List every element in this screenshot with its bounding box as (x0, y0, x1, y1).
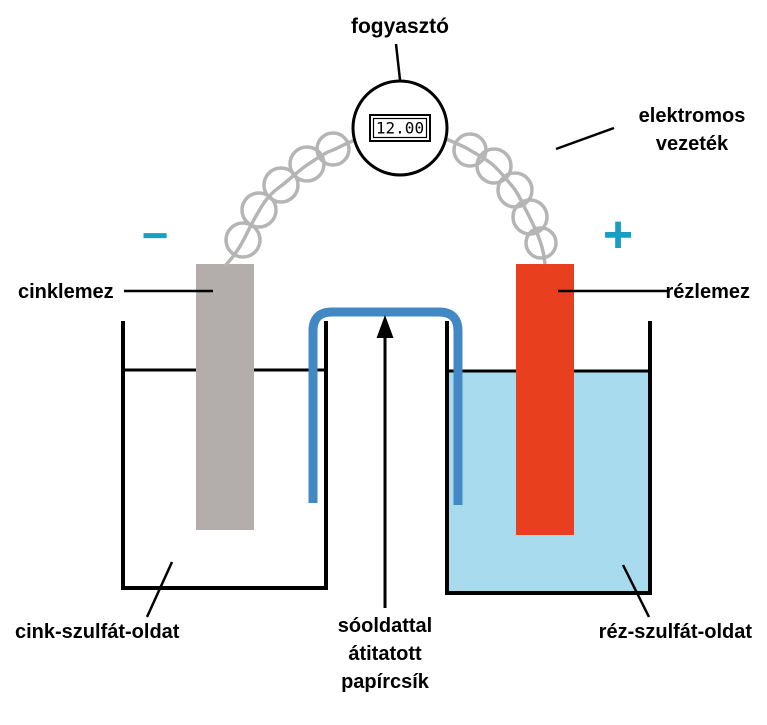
salt-bridge-label-line3: papírcsík (341, 671, 430, 693)
load-meter: fogyasztó 12.00 (351, 15, 449, 177)
meter-display-inner (372, 117, 428, 139)
meter-reading: 12.00 (376, 119, 424, 138)
salt-bridge-label-line2: átitatott (348, 643, 422, 665)
copper-solution-label: réz-szulfát-oldat (599, 621, 753, 643)
minus-sign: − (142, 209, 169, 261)
copper-plate-label-group: rézlemez (558, 281, 750, 303)
right-beaker-outline (445, 321, 652, 595)
wire-label-line2: vezeték (656, 133, 729, 155)
salt-bridge (308, 307, 463, 505)
copper-solution-leader-line (621, 564, 651, 618)
zinc-solution-label-group: cink-szulfát-oldat (15, 561, 180, 643)
coil-loop (224, 221, 262, 259)
load-leader-line (394, 43, 402, 81)
zinc-plate-label-group: cinklemez (18, 281, 213, 303)
copper-solution-label-group: réz-szulfát-oldat (599, 564, 753, 643)
copper-plate-label: rézlemez (666, 281, 751, 303)
salt-bridge-label-group: sóoldattal átitatott papírcsík (338, 315, 432, 693)
right-wire-coil (445, 132, 558, 265)
coil-loop (240, 191, 278, 229)
coil-loop (315, 131, 351, 167)
right-wire-path (445, 137, 547, 265)
left-wire-path (223, 138, 357, 268)
left-wire-coil (223, 131, 357, 268)
wire-leader-line (555, 126, 615, 151)
salt-bridge-arrowhead-icon (376, 315, 394, 338)
meter-display-outer (369, 114, 431, 142)
load-label: fogyasztó (351, 15, 449, 38)
coil-loop (475, 147, 513, 185)
wire-label-group: elektromos vezeték (555, 105, 746, 155)
zinc-electrode (196, 264, 254, 530)
copper-electrode (516, 264, 574, 535)
zinc-solution-label: cink-szulfát-oldat (15, 621, 180, 643)
zinc-solution-leader-line (145, 561, 174, 618)
plus-sign: + (603, 206, 633, 264)
zinc-plate-label: cinklemez (18, 281, 114, 303)
coil-loop (262, 166, 300, 204)
salt-bridge-label-line1: sóoldattal (338, 615, 432, 637)
wire-label-line1: elektromos (639, 105, 746, 127)
coil-loop (524, 226, 558, 260)
